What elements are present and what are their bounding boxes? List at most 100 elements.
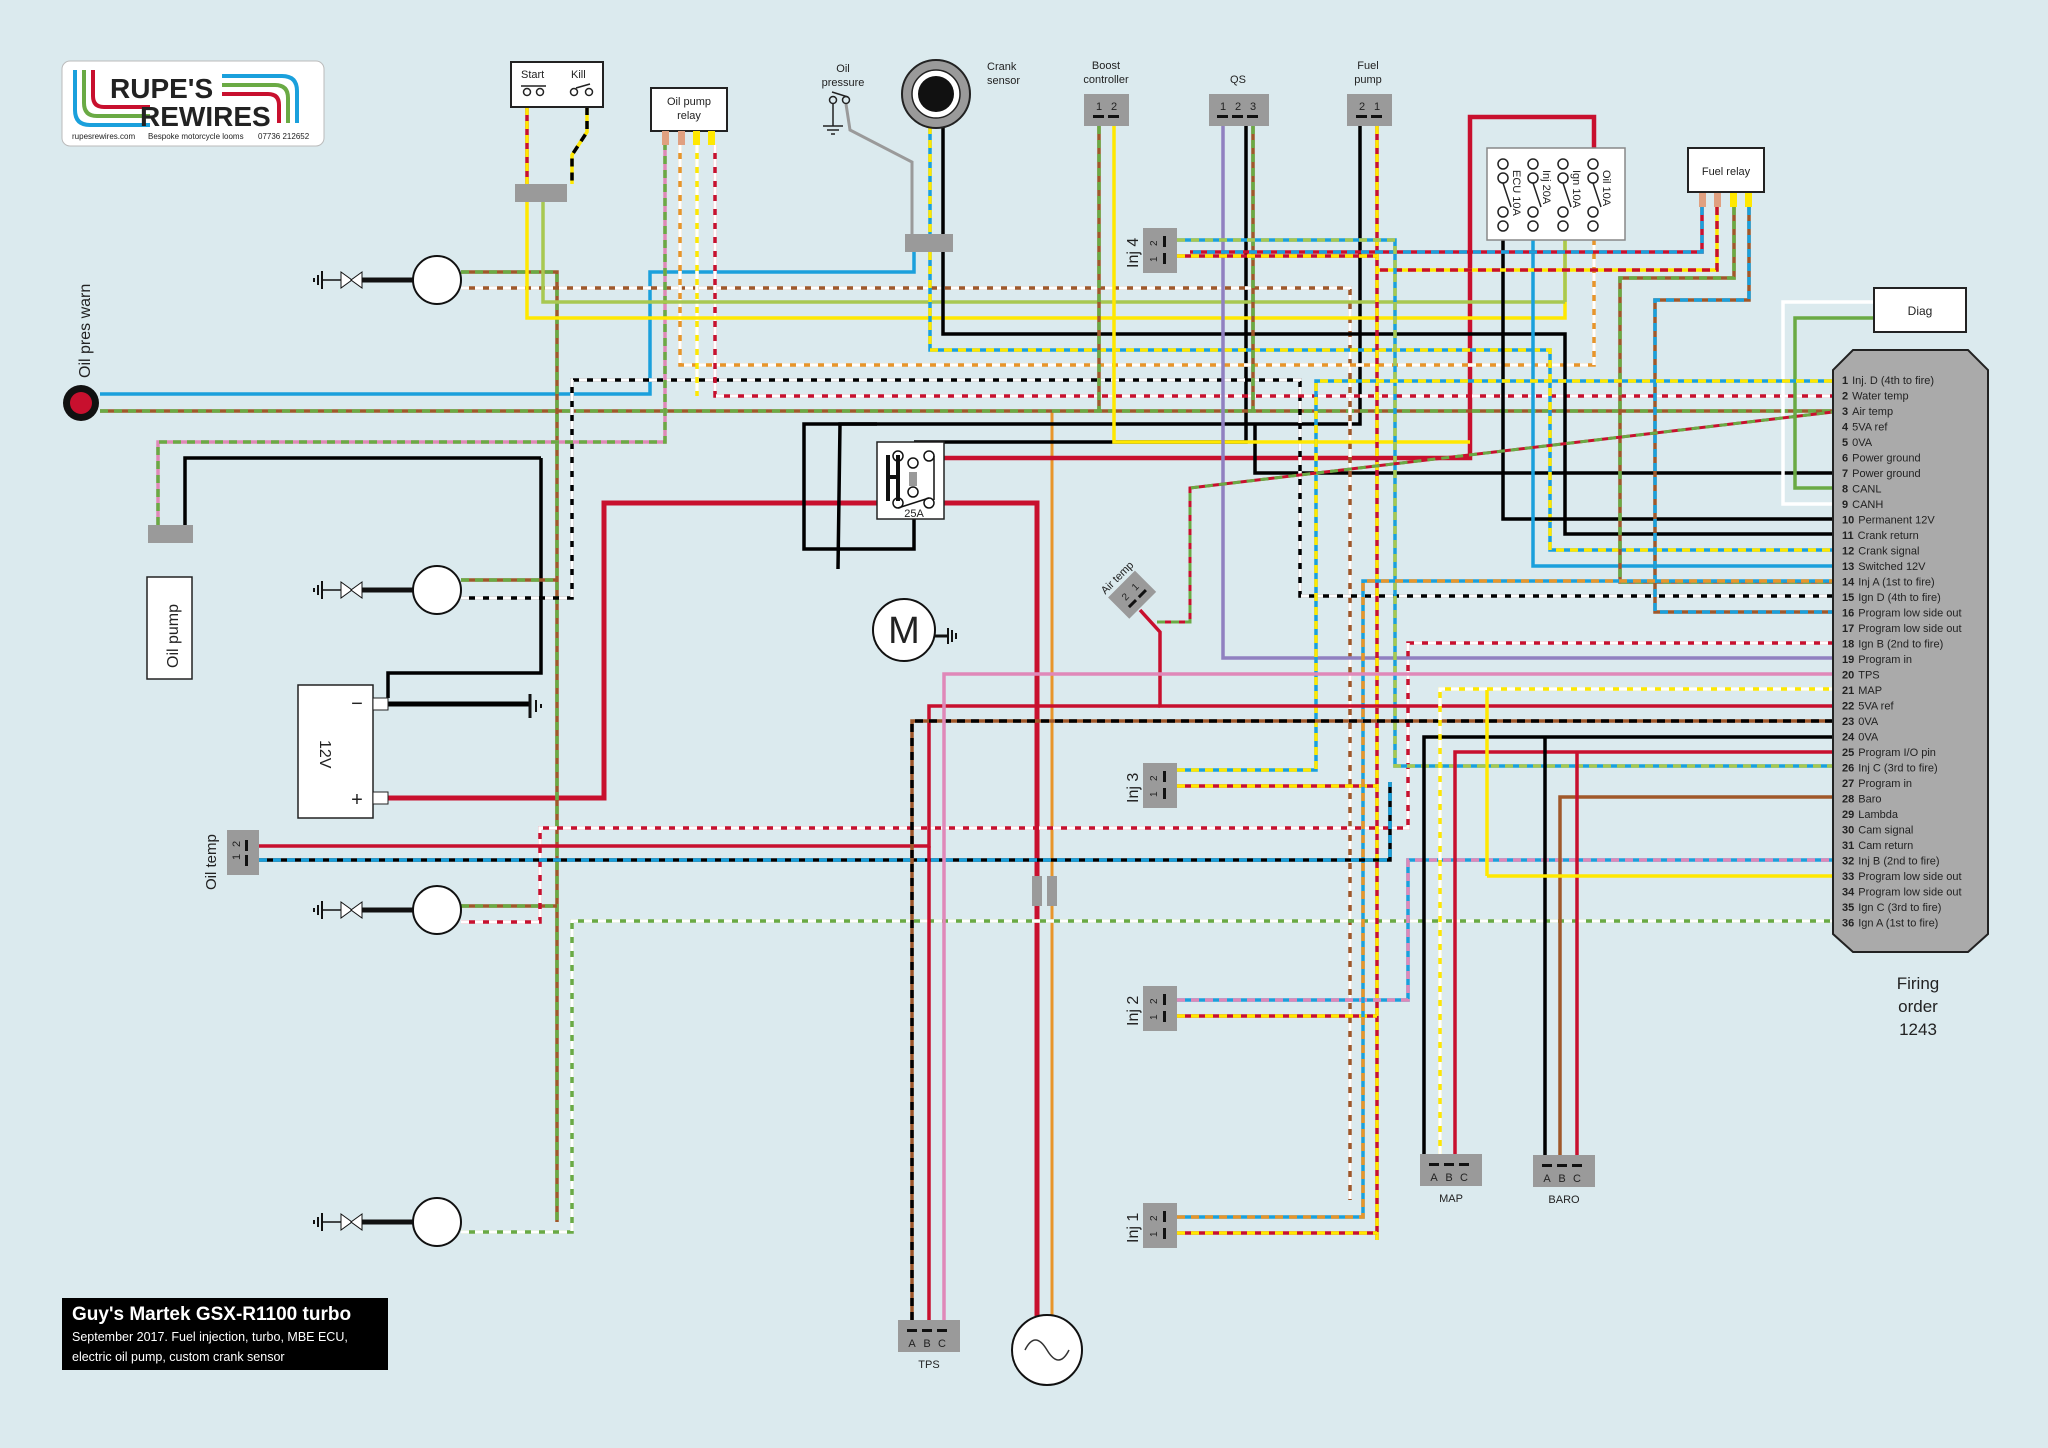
fuse-icon: [1527, 158, 1542, 232]
pin-label: C: [1460, 1172, 1468, 1184]
pin-label: 1: [1149, 1231, 1160, 1237]
wire: [802, 422, 916, 551]
wire: [844, 103, 914, 234]
pin-label: 1: [1374, 101, 1380, 113]
pin-label: 1: [1149, 256, 1160, 262]
oil-temp-label: Oil temp: [203, 834, 220, 890]
alternator-connector: [1047, 876, 1057, 906]
boost-label-2: controller: [1083, 74, 1129, 86]
oil-pressure-switch-icon: [823, 91, 851, 135]
wire: [1438, 687, 1833, 1154]
wires-layer: [100, 103, 1874, 1320]
diagram-subtitle-1: September 2017. Fuel injection, turbo, M…: [72, 1330, 348, 1344]
wire: [910, 719, 1833, 1320]
wire: [1781, 300, 1874, 506]
oil-pump-label: Oil pump: [165, 604, 182, 668]
wire: [1377, 207, 1719, 272]
wire: [386, 458, 543, 698]
fuse-label: ECU 10A: [1510, 170, 1522, 217]
title-block: Guy's Martek GSX-R1100 turbo September 2…: [62, 1298, 388, 1370]
ignition-coil: [313, 565, 462, 615]
crank-sensor-label-2: sensor: [987, 75, 1020, 87]
wire: [1558, 795, 1833, 1155]
map-label: MAP: [1439, 1193, 1463, 1205]
wire: [944, 500, 1040, 1316]
wire: [461, 286, 1352, 1200]
wire: [1138, 608, 1833, 708]
wire: [1190, 207, 1704, 254]
fuse-label: Oil 10A: [1600, 170, 1612, 207]
crank-connector: [905, 234, 953, 252]
wire: [944, 114, 1597, 461]
wire: [1253, 424, 1833, 475]
alternator: [1011, 1314, 1083, 1386]
pin-label: 2: [1149, 1215, 1160, 1221]
pin-label: A: [1543, 1173, 1551, 1185]
wire: [100, 252, 916, 396]
oil-pres-warn-lamp: Oil pres warn: [63, 284, 99, 421]
pin-label: 2: [231, 841, 243, 847]
wire: [1177, 858, 1833, 1002]
logo-phone: 07736 212652: [258, 132, 310, 141]
firing-order-line1: Firing: [1897, 974, 1940, 993]
oil-pressure-switch: Oil pressure: [822, 63, 864, 135]
logo-website: rupesrewires.com: [72, 132, 135, 141]
diagram-subtitle-2: electric oil pump, custom crank sensor: [72, 1350, 285, 1364]
pin-label: 1: [1220, 101, 1226, 113]
injector-label: Inj 3: [1125, 773, 1142, 803]
boost-label-1: Boost: [1092, 60, 1120, 72]
wire: [461, 270, 559, 1222]
pin-label: A: [908, 1338, 916, 1350]
wire: [259, 704, 1160, 848]
fuel-pump-label-2: pump: [1354, 74, 1382, 86]
ignition-coil: [313, 255, 462, 305]
wire: [1793, 316, 1874, 490]
oil-pump: Oil pump: [146, 525, 193, 680]
quickshifter: QS 1 2 3: [1209, 74, 1269, 126]
pin-label: A: [1430, 1172, 1438, 1184]
pin-label: 2: [1235, 101, 1241, 113]
ground-icon: [313, 581, 323, 599]
wire: [1422, 735, 1833, 1154]
battery-neg-label: −: [351, 693, 363, 715]
pin-label: C: [938, 1338, 946, 1350]
diagram-title: Guy's Martek GSX-R1100 turbo: [72, 1304, 352, 1325]
boost-controller: Boost controller 1 2: [1083, 60, 1129, 126]
injector-label: Inj 2: [1125, 996, 1142, 1026]
fuse-icon: [1587, 158, 1602, 232]
battery-voltage-label: 12V: [316, 740, 333, 769]
pin-label: B: [1558, 1173, 1565, 1185]
switch-connector: [515, 184, 567, 202]
alternator-connector: [1032, 876, 1042, 906]
kill-switch-icon: [569, 83, 594, 97]
pin-label: 3: [1250, 101, 1256, 113]
fuel-relay: Fuel relay: [1687, 147, 1765, 207]
pin-label: B: [923, 1338, 930, 1350]
wire: [942, 672, 1833, 1320]
wire: [461, 641, 1833, 924]
fuel-pump: Fuel pump 2 1: [1347, 60, 1392, 126]
